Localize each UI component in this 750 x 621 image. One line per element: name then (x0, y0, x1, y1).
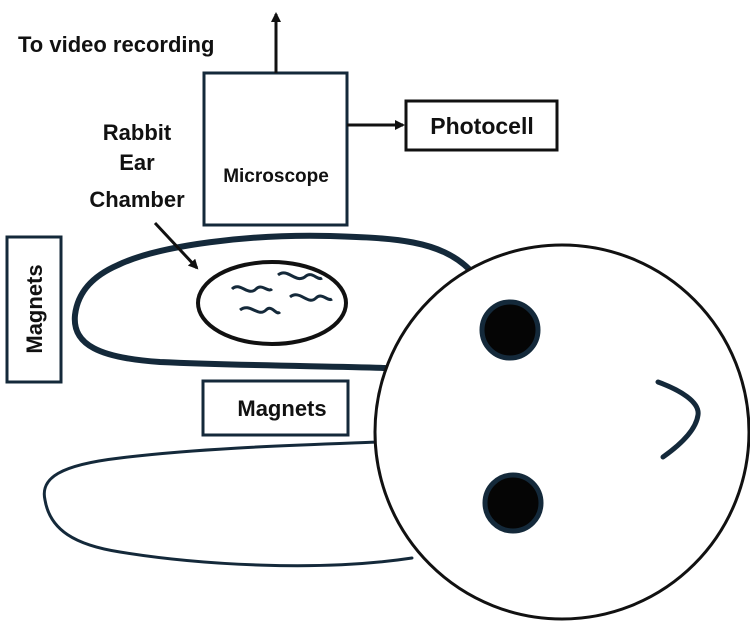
vessel-line-4 (289, 293, 333, 302)
photocell-label: Photocell (430, 113, 534, 139)
magnets-box-left (5, 235, 63, 384)
ear-chamber-ellipse (196, 260, 348, 346)
photocell-box (404, 99, 559, 152)
microscope-label: Microscope (223, 166, 329, 187)
chamber-label-line1: Rabbit (103, 120, 172, 145)
magnets-box-middle (201, 379, 350, 437)
video-recording-label: To video recording (18, 32, 214, 57)
rabbit-head (373, 243, 750, 621)
vessel-line-2 (239, 306, 282, 315)
magnets-label-left: Magnets (22, 264, 47, 353)
chamber-label-line2: Ear (119, 150, 155, 175)
rabbit-mouth (655, 379, 701, 460)
magnets-label-middle: Magnets (237, 396, 326, 421)
microscope-box (202, 71, 349, 227)
chamber-pointer-arrow (153, 221, 199, 270)
rabbit-eye-upper (479, 299, 541, 361)
lower-ear-outline (42, 440, 414, 568)
vessel-line-1 (230, 285, 274, 293)
chamber-label-line3: Chamber (89, 187, 185, 212)
vessel-line-3 (277, 271, 323, 281)
rabbit-eye-lower (482, 472, 544, 534)
